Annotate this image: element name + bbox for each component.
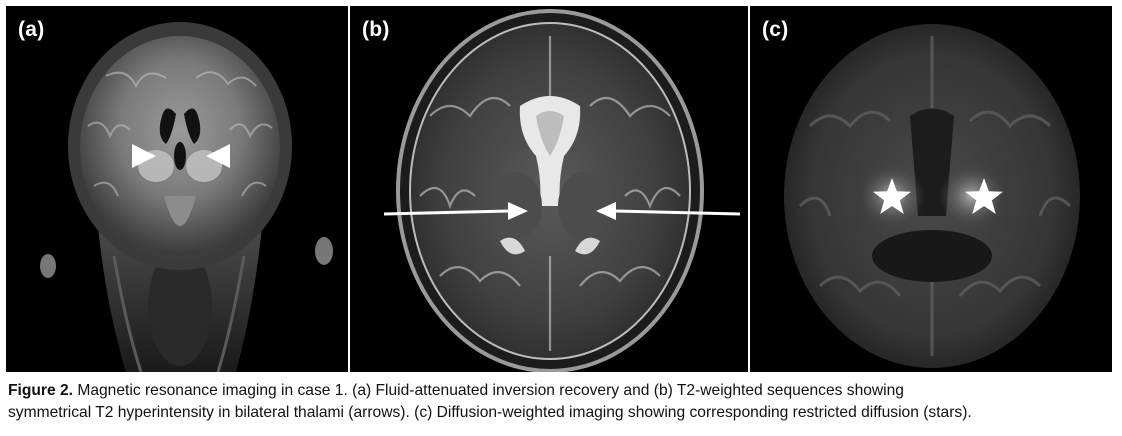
axial-dwi-image [750, 6, 1112, 372]
panel-label-a: (a) [18, 18, 45, 41]
panel-divider [348, 6, 350, 372]
figure: (a) [6, 6, 1112, 372]
arrow-left [383, 202, 528, 220]
caption-line-2: symmetrical T2 hyperintensity in bilater… [8, 404, 972, 421]
panel-b: (b) [350, 6, 748, 372]
coronal-flair-image [6, 6, 348, 372]
caption-text-1: Magnetic resonance imaging in case 1. (a… [77, 382, 904, 399]
arrow-right [596, 202, 741, 220]
panel-a: (a) [6, 6, 348, 372]
figure-label: Figure 2. [8, 382, 73, 399]
caption-line-1: Figure 2. Magnetic resonance imaging in … [8, 380, 1112, 402]
arrowhead-right [206, 144, 230, 168]
figure-caption: Figure 2. Magnetic resonance imaging in … [8, 380, 1112, 424]
panel-label-c: (c) [762, 18, 789, 41]
axial-t2-image [350, 6, 748, 372]
star-marker-right [965, 178, 1003, 214]
panel-label-b: (b) [362, 18, 390, 41]
panel-c: (c) [750, 6, 1112, 372]
arrowhead-left [132, 144, 156, 168]
star-marker-left [873, 178, 911, 214]
panel-divider [748, 6, 750, 372]
